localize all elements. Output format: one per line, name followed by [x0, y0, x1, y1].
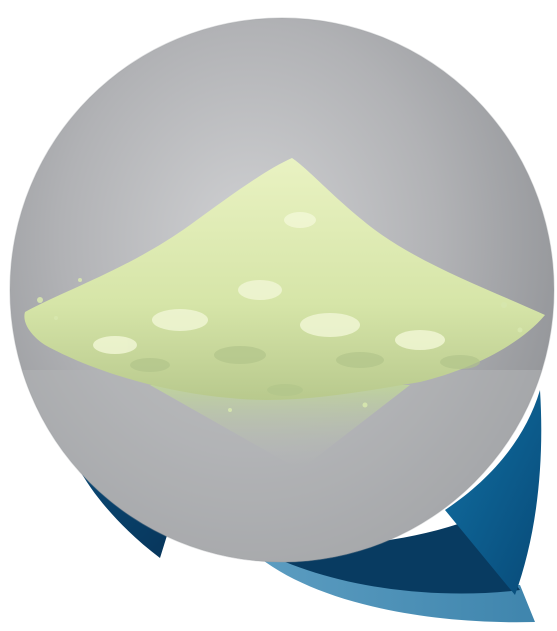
blue-swoosh-right	[445, 390, 542, 595]
photo-circle-outline	[9, 17, 555, 563]
blue-swoosh-dark-bottom	[250, 520, 520, 594]
